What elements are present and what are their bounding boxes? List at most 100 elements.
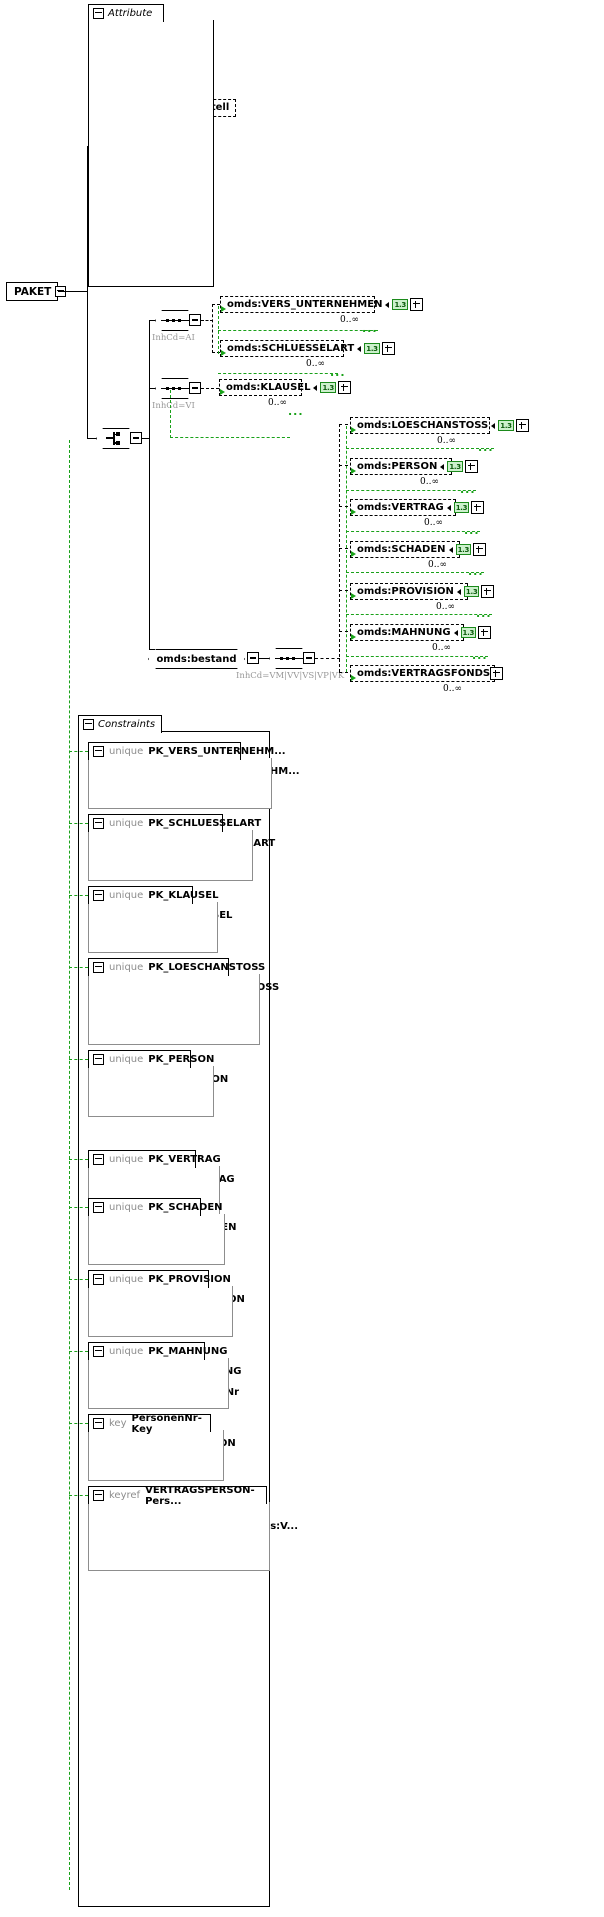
constraint-collapse-icon[interactable] [93,818,104,829]
expand-icon[interactable] [478,626,492,639]
constraint-collapse-icon[interactable] [93,1346,104,1357]
attribute-collapse-icon[interactable] [93,8,104,19]
constraint-header[interactable]: unique PK_SCHLUESSELART [88,814,261,832]
constraint-header[interactable]: unique PK_PERSON [88,1050,214,1068]
sequence-collapse-icon[interactable] [189,314,201,326]
attribute-panel-body [88,20,214,287]
element-schluesselart[interactable]: omds:SCHLUESSELART 1.3 [220,340,395,362]
type-arrow-icon [357,345,362,352]
constraint-header[interactable]: unique PK_KLAUSEL [88,886,218,904]
version-badge: 1.3 [320,382,336,393]
version-badge: 1.3 [453,502,470,513]
constraint-collapse-icon[interactable] [93,1154,104,1165]
branch-annotation-bestand: InhCd=VM|VV|VS|VP|VK [236,671,345,681]
element-vers-unternehmen[interactable]: omds:VERS_UNTERNEHMEN 1.3 [220,296,423,318]
choice-collapse-icon[interactable] [130,432,142,444]
expand-icon[interactable] [481,585,495,598]
sequence-compositor-vi[interactable] [155,378,204,402]
constraint-name: PK_MAHNUNG [148,1346,228,1357]
sequence-compositor-ai[interactable] [155,310,204,334]
constraint-collapse-icon[interactable] [93,1054,104,1065]
occurrence-indicator: 0..∞ [340,315,359,325]
sequence-collapse-icon[interactable] [189,382,201,394]
expand-icon[interactable] [490,667,504,680]
constraint-body [88,974,260,1045]
occurrence-indicator: 0..∞ [420,477,439,487]
constraint-collapse-icon[interactable] [93,890,104,901]
constraint-name: VERTRAGSPERSON-Pers... [145,1484,255,1507]
constraint-collapse-icon[interactable] [93,1418,104,1429]
constraint-collapse-icon[interactable] [93,1490,104,1501]
constraint-kind: unique [109,1054,144,1065]
constraint-collapse-icon[interactable] [93,1274,104,1285]
constraint-header[interactable]: unique PK_LOESCHANSTOSS [88,958,265,976]
constraint-collapse-icon[interactable] [93,1202,104,1213]
group-collapse-icon[interactable] [247,652,259,664]
constraints-collapse-icon[interactable] [83,719,94,730]
constraint-collapse-icon[interactable] [93,962,104,973]
constraint-name: PK_SCHLUESSELART [148,818,262,829]
constraint-header[interactable]: unique PK_SCHADEN [88,1198,223,1216]
constraint-header[interactable]: unique PK_VERS_UNTERNEHM... [88,742,286,760]
sequence-collapse-icon[interactable] [303,652,315,664]
group-bestand[interactable]: omds:bestand [148,649,245,669]
sequence-compositor-bestand[interactable] [269,648,318,672]
constraint-kind: unique [109,1346,144,1357]
type-arrow-icon [385,301,390,308]
constraint-name: PK_PERSON [148,1054,215,1065]
element-vertragsfonds[interactable]: omds:VERTRAGSFONDS [350,665,504,687]
element-person[interactable]: omds:PERSON 1.3 [350,458,478,480]
constraint-header[interactable]: keyref VERTRAGSPERSON-Pers... [88,1484,267,1507]
occurrence-indicator: 0..∞ [306,359,325,369]
expand-icon[interactable] [409,298,423,311]
constraint-name: PersonenNr-Key [131,1412,202,1435]
constraint-name: PK_KLAUSEL [148,890,219,901]
element-mahnung[interactable]: omds:MAHNUNG 1.3 [350,624,492,646]
expand-icon[interactable] [338,381,351,394]
element-loeschanstoss[interactable]: omds:LOESCHANSTOSS 1.3 [350,417,529,439]
expand-icon[interactable] [473,543,487,556]
type-arrow-icon [453,629,458,636]
element-label: omds:MAHNUNG [357,627,451,638]
element-klausel[interactable]: omds:KLAUSEL 1.3 [219,379,351,401]
constraints-panel-tab[interactable]: Constraints [78,715,162,733]
element-provision[interactable]: omds:PROVISION 1.3 [350,583,495,605]
continuation-dots: ... [288,405,304,418]
element-label: omds:LOESCHANSTOSS [357,420,489,431]
constraint-header[interactable]: unique PK_MAHNUNG [88,1342,228,1360]
constraint-body [88,902,218,953]
element-label: omds:PROVISION [357,586,454,597]
continuation-dots: ... [468,565,484,578]
sequence-icon [280,657,298,660]
expand-icon[interactable] [515,419,529,432]
occurrence-indicator: 0..∞ [428,560,447,570]
constraint-header[interactable]: unique PK_VERTRAG [88,1150,221,1168]
constraint-kind: keyref [109,1490,141,1501]
constraint-kind: unique [109,890,144,901]
constraint-body [88,1430,224,1481]
occurrence-indicator: 0..∞ [432,643,451,653]
element-schaden[interactable]: omds:SCHADEN 1.3 [350,541,487,563]
continuation-dots: ... [472,649,488,662]
root-element-paket[interactable]: PAKET [6,282,67,303]
expand-icon[interactable] [471,501,485,514]
continuation-dots: ... [464,524,480,537]
choice-icon [106,432,126,445]
constraint-header[interactable]: key PersonenNr-Key [88,1412,211,1435]
element-vertrag[interactable]: omds:VERTRAG 1.3 [350,499,485,521]
constraint-body [88,1286,233,1337]
expand-icon[interactable] [381,342,395,355]
group-label: omds:bestand [156,653,237,665]
element-label: omds:VERS_UNTERNEHMEN [227,299,383,310]
constraint-body [88,1502,270,1571]
constraint-kind: unique [109,962,144,973]
choice-compositor[interactable] [96,428,145,452]
constraint-body [88,830,253,881]
constraint-header[interactable]: unique PK_PROVISION [88,1270,231,1288]
type-arrow-icon [456,588,461,595]
constraint-name: PK_PROVISION [148,1274,231,1285]
constraint-collapse-icon[interactable] [93,746,104,757]
expand-icon[interactable] [464,460,478,473]
attribute-panel-tab[interactable]: Attribute [88,4,164,22]
